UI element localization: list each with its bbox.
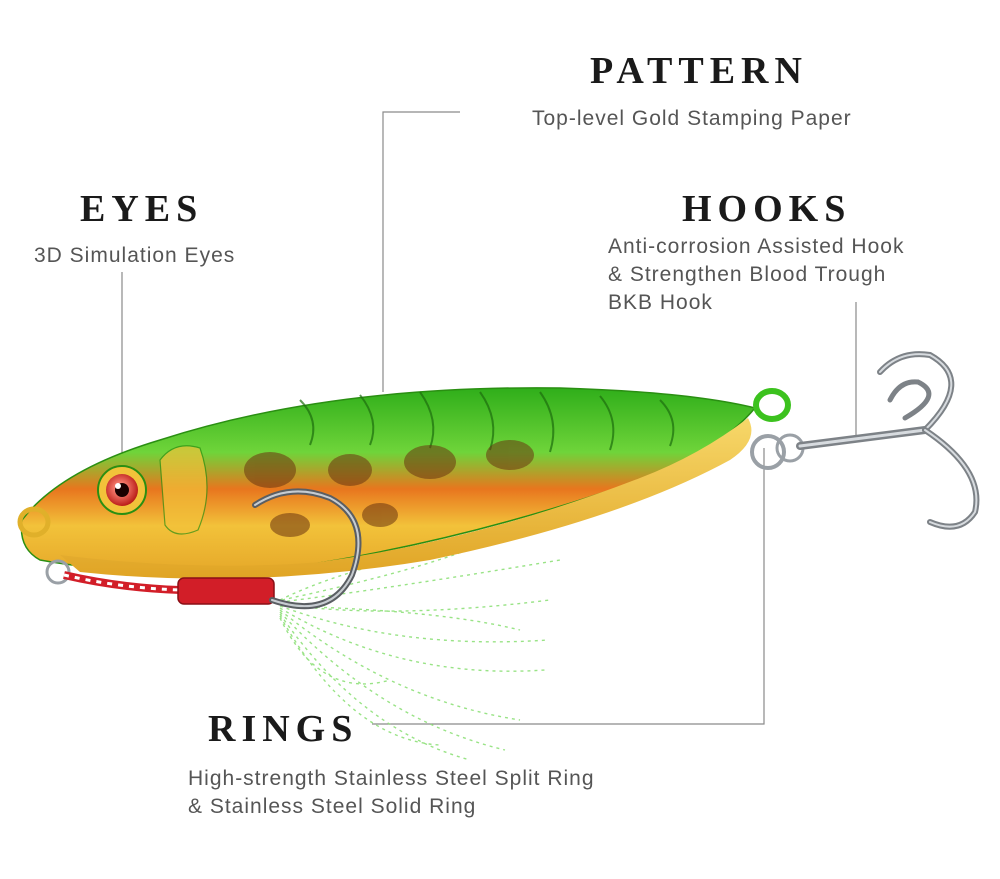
pattern-description-line: Top-level Gold Stamping Paper	[532, 107, 852, 130]
split-ring-icon	[45, 559, 71, 585]
rings-leader-line	[372, 448, 765, 725]
rings-description: High-strength Stainless Steel Split Ring…	[188, 765, 595, 821]
eyes-description-line: 3D Simulation Eyes	[34, 244, 236, 267]
pattern-description: Top-level Gold Stamping Paper	[532, 105, 852, 133]
eyes-heading: EYES	[80, 188, 204, 230]
hooks-description: Anti-corrosion Assisted Hook & Strengthe…	[608, 233, 904, 317]
assist-hook-icon	[63, 488, 362, 610]
pattern-heading: PATTERN	[590, 50, 808, 92]
pattern-leader-line	[382, 111, 460, 392]
hooks-heading: HOOKS	[682, 188, 852, 230]
rings-description-line: & Stainless Steel Solid Ring	[188, 795, 477, 818]
lure-body	[17, 387, 791, 579]
rings-heading: RINGS	[208, 708, 359, 750]
eye-icon	[97, 465, 147, 515]
treble-hook-icon	[750, 351, 980, 530]
hooks-description-line: BKB Hook	[608, 291, 713, 314]
eyes-description: 3D Simulation Eyes	[34, 242, 235, 270]
hooks-description-line: Anti-corrosion Assisted Hook	[608, 235, 905, 258]
hooks-description-line: & Strengthen Blood Trough	[608, 263, 887, 286]
rings-description-line: High-strength Stainless Steel Split Ring	[188, 767, 595, 790]
